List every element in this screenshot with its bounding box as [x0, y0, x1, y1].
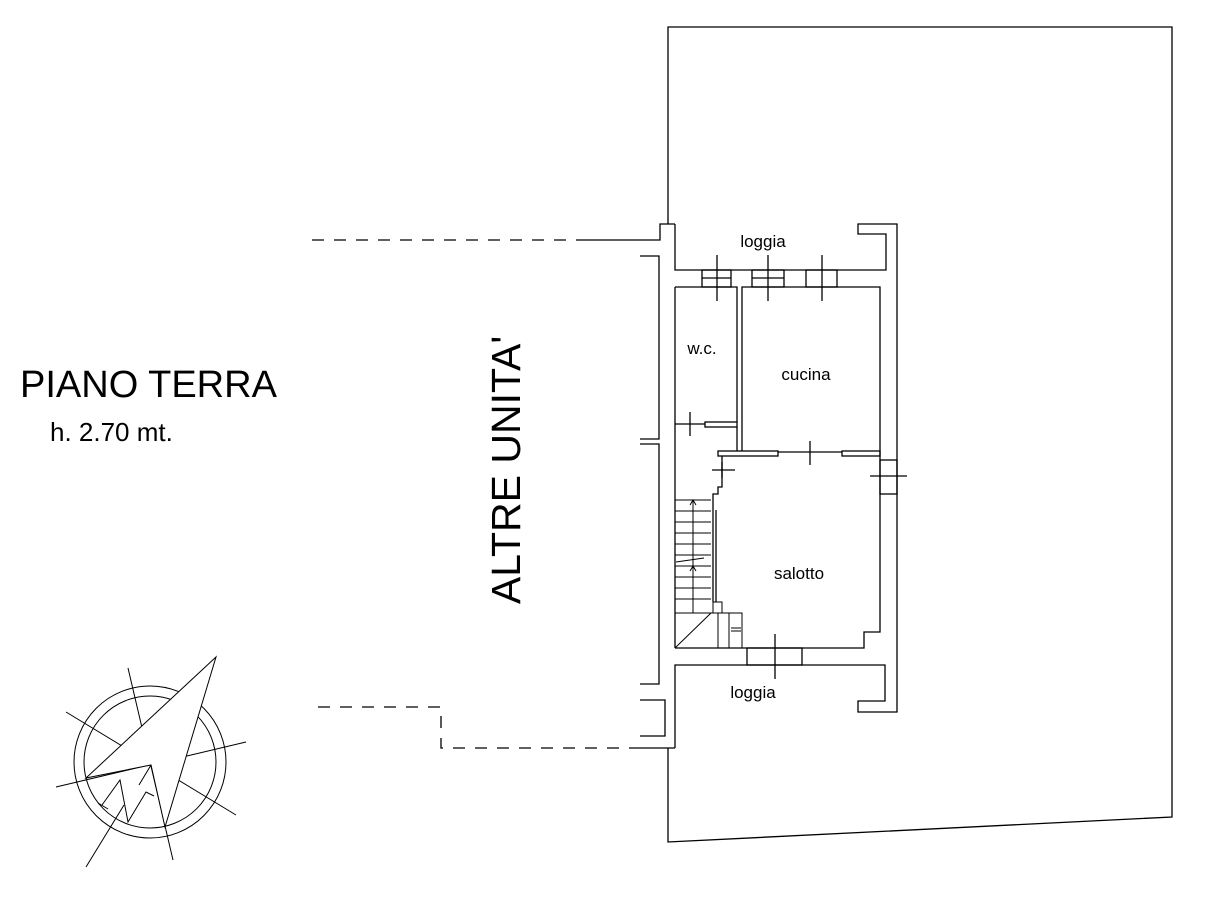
room-cucina: cucina	[781, 365, 831, 384]
neighbour-units-label: ALTRE UNITA'	[483, 336, 529, 604]
room-salotto: salotto	[774, 564, 824, 583]
neighbour-boundary	[312, 223, 675, 749]
opening-markers	[689, 255, 907, 679]
staircase	[674, 499, 743, 649]
room-loggia-bottom: loggia	[730, 683, 776, 702]
lot-boundary	[667, 26, 1173, 843]
north-arrow-icon	[55, 655, 247, 868]
room-loggia-top: loggia	[740, 232, 786, 251]
room-wc: w.c.	[686, 339, 716, 358]
plan-title: PIANO TERRA	[20, 364, 278, 406]
ceiling-height: h. 2.70 mt.	[50, 417, 173, 447]
